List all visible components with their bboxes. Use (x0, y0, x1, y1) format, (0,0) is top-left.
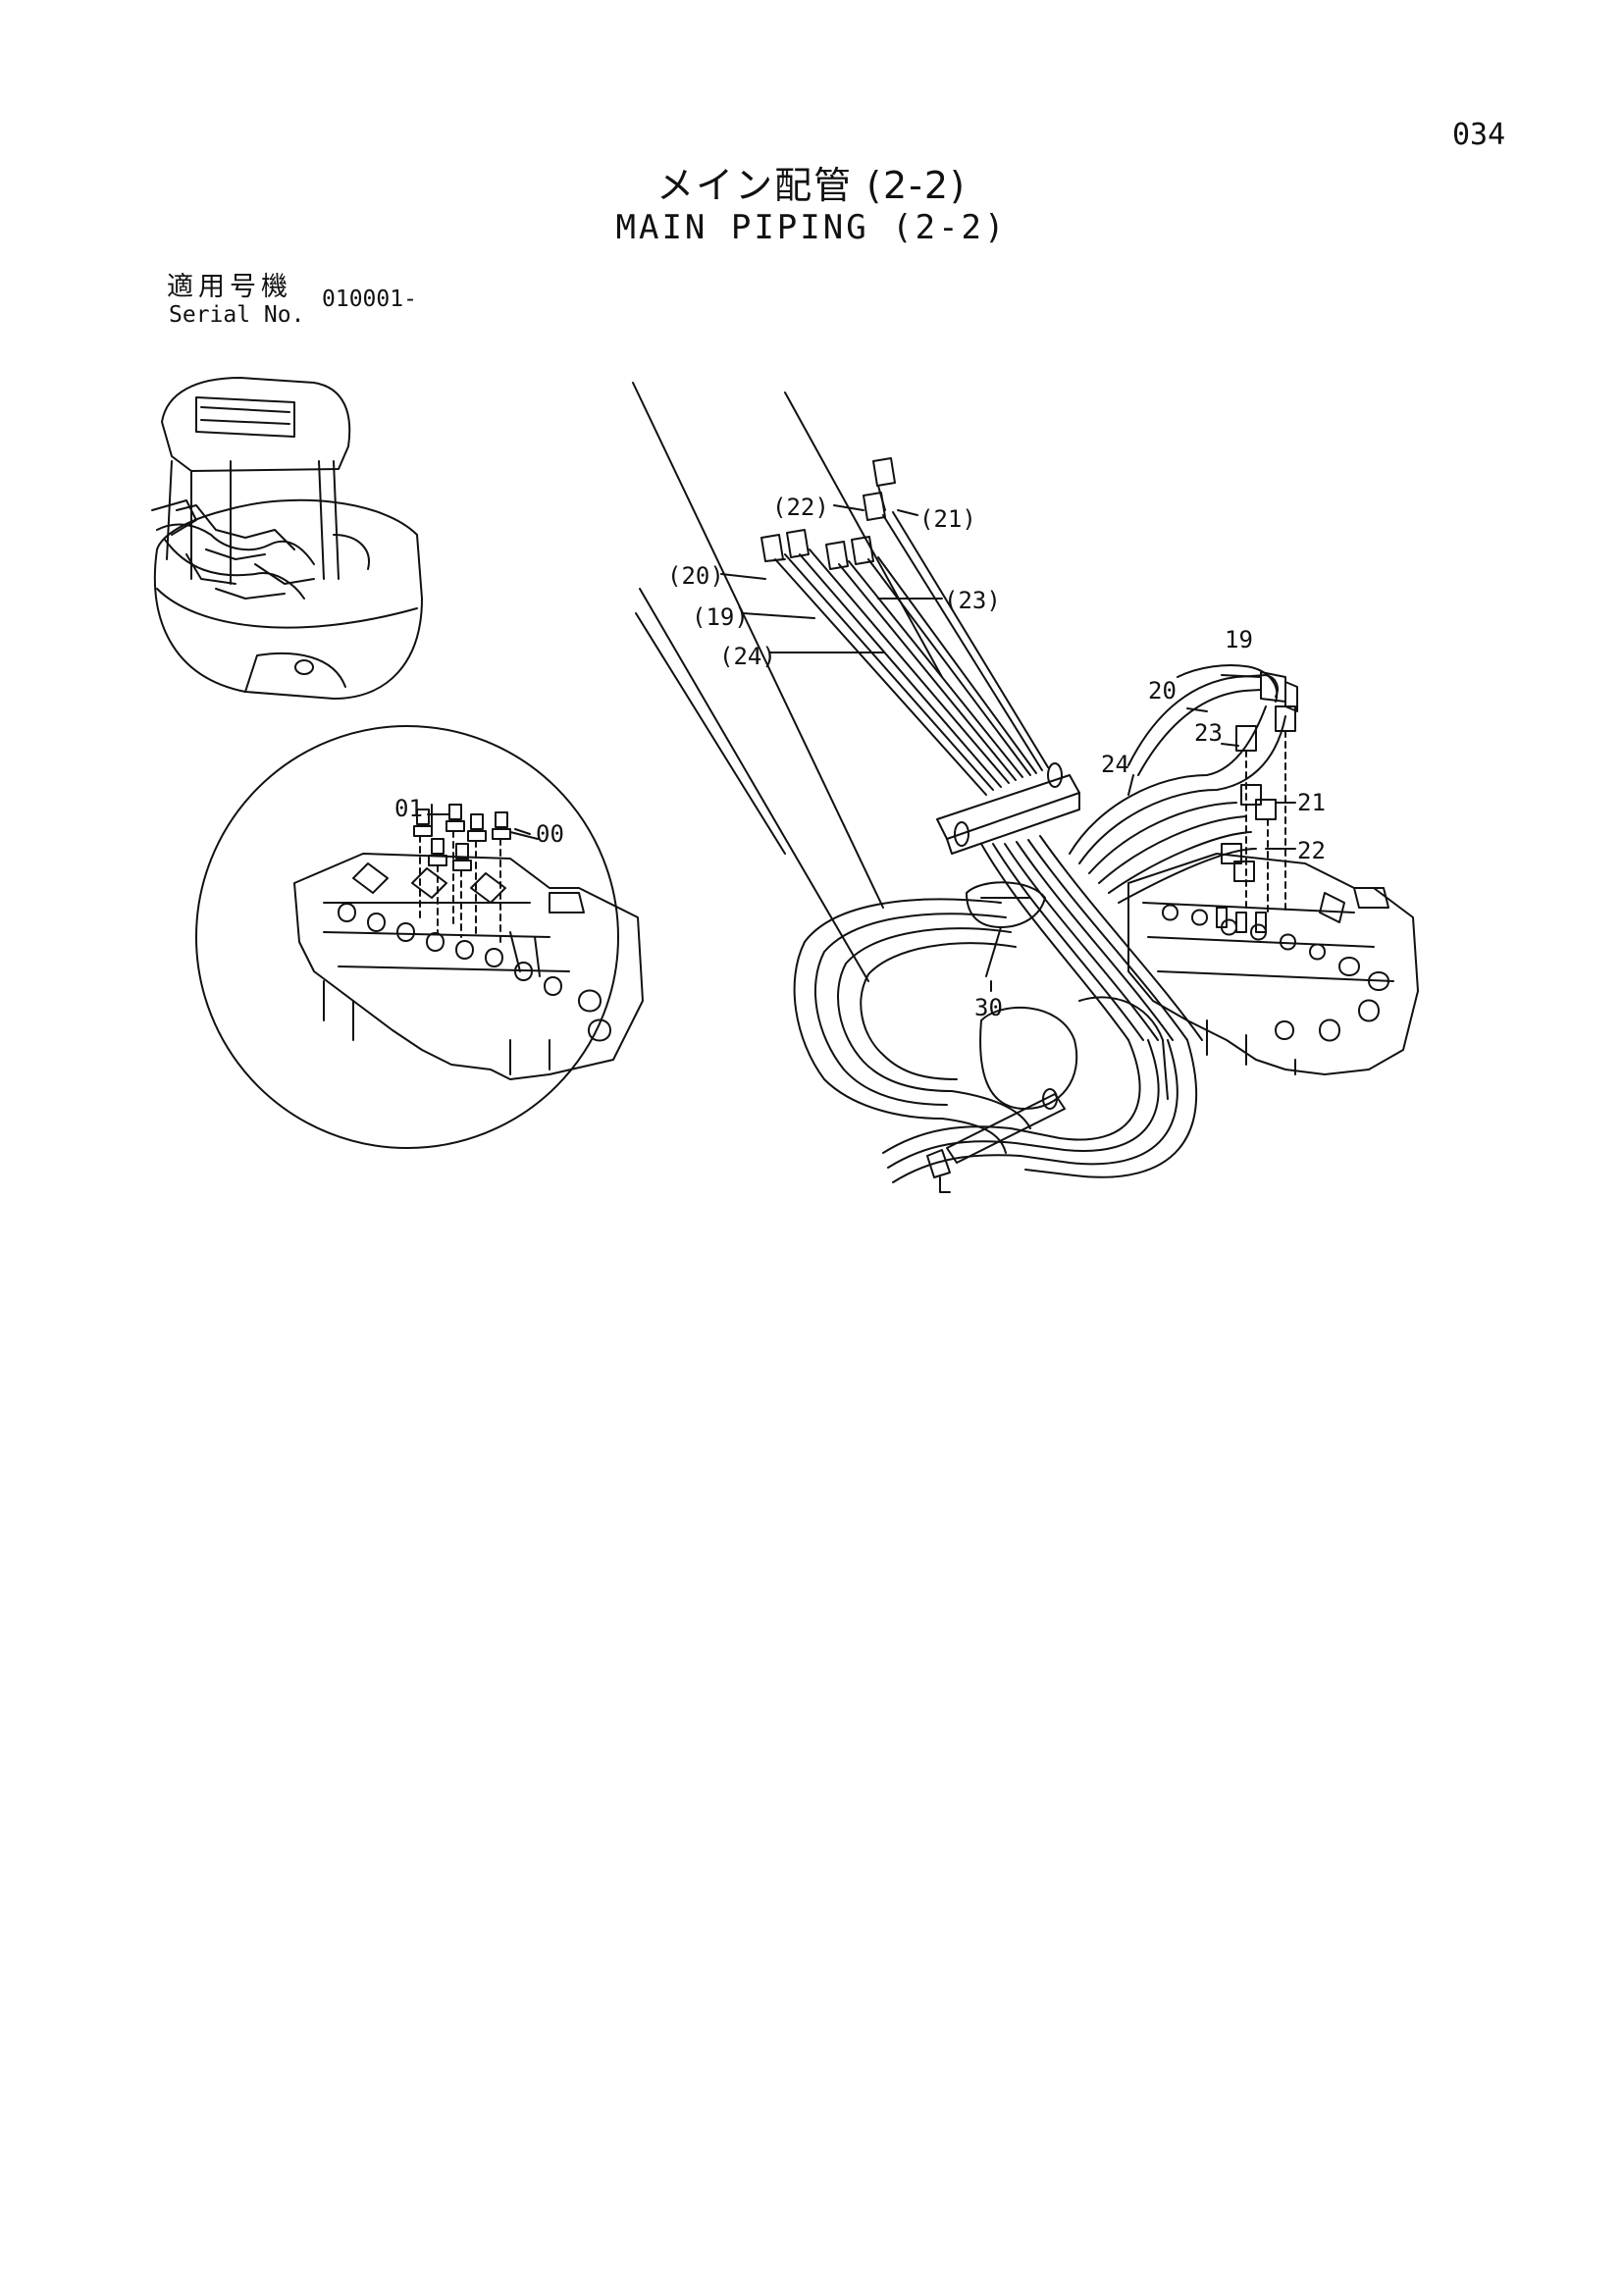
callout-00: 00 (536, 820, 564, 848)
callout-21: 21 (1297, 789, 1326, 816)
page-title-japanese: メイン配管 (2-2) (656, 164, 967, 207)
callout-19-parenthesized: (19) (692, 603, 749, 631)
page-number: 034 (1452, 118, 1506, 152)
control-valve-block (1127, 705, 1419, 1075)
serial-label-english: Serial No. (169, 302, 305, 328)
callout-21-parenthesized: (21) (919, 505, 976, 533)
serial-label-japanese: 適用号機 (167, 272, 292, 302)
callout-22: 22 (1297, 837, 1326, 864)
hose-bundle (632, 382, 1298, 1193)
callout-20: 20 (1148, 677, 1177, 704)
callout-23-parenthesized: (23) (944, 587, 1001, 614)
callout-23: 23 (1194, 719, 1223, 747)
page-title-english: MAIN PIPING (2-2) (615, 208, 1008, 247)
top-fittings (760, 457, 896, 570)
callout-20-parenthesized: (20) (667, 562, 724, 590)
callout-30: 30 (974, 994, 1003, 1021)
callout-01: 01 (394, 795, 423, 822)
callout-24-parenthesized: (24) (719, 643, 776, 670)
machine-overview-illustration (151, 377, 423, 700)
serial-number-range: 010001- (322, 287, 417, 312)
leader-lines (431, 504, 1296, 992)
callout-19: 19 (1225, 626, 1253, 653)
detail-view-circle (195, 725, 644, 1149)
callout-22-parenthesized: (22) (772, 494, 829, 521)
callout-24: 24 (1101, 751, 1129, 778)
